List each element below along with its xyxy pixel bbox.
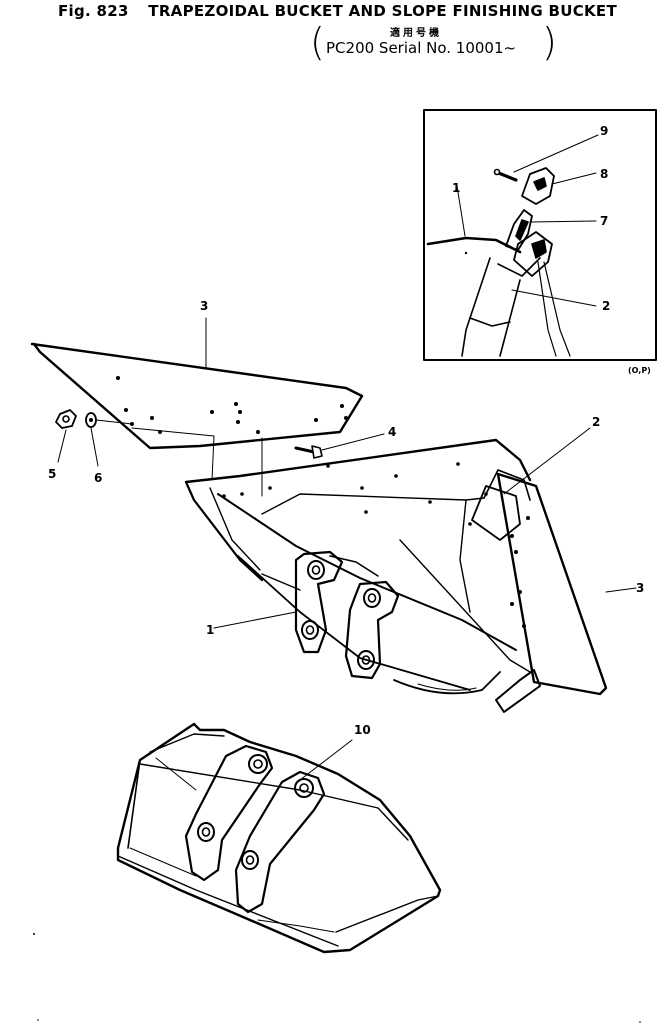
inset-corner-mark: (O,P) xyxy=(628,366,651,375)
slope-bucket-outline xyxy=(116,722,442,954)
inset-tooth xyxy=(505,209,533,251)
figure-title: Fig. 823 TRAPEZOIDAL BUCKET AND SLOPE FI… xyxy=(58,2,658,24)
nut-part-5 xyxy=(55,409,77,429)
inset-callout-2: 2 xyxy=(602,299,610,313)
callout-1: 1 xyxy=(206,623,214,637)
bracket-front xyxy=(344,580,400,680)
inset-arm-left xyxy=(461,257,491,357)
inset-adapter xyxy=(513,231,553,277)
bucket-top-edge xyxy=(184,438,532,484)
slope-finishing-bucket: 10 xyxy=(116,722,442,954)
callout-5: 5 xyxy=(48,467,56,481)
side-plate-left: 3 xyxy=(30,299,364,497)
trapezoidal-bucket: 3 2 xyxy=(184,415,644,713)
inset-arm-mid xyxy=(499,279,521,357)
tooth-adapter xyxy=(471,485,521,541)
callout-10: 10 xyxy=(354,723,371,737)
inset-arm-top xyxy=(497,257,541,277)
inset-callout-1: 1 xyxy=(452,181,460,195)
applicability-label: 適用号機 xyxy=(390,28,442,39)
callout-6: 6 xyxy=(94,471,102,485)
inset-callout-8: 8 xyxy=(600,167,608,181)
figure-caption: TRAPEZOIDAL BUCKET AND SLOPE FINISHING B… xyxy=(148,2,618,20)
bracket-rear xyxy=(294,550,379,654)
callout-3-right: 3 xyxy=(636,581,644,595)
inset-arm-band xyxy=(469,317,511,327)
side-plate-right xyxy=(496,472,608,696)
close-paren: ) xyxy=(542,20,557,64)
callout-3-top: 3 xyxy=(200,299,208,313)
inset-tip xyxy=(521,167,555,205)
inset-callout-7: 7 xyxy=(600,214,608,228)
inset-callout-9: 9 xyxy=(600,124,608,138)
callout-4: 4 xyxy=(388,425,396,439)
serial-number: PC200 Serial No. 10001~ xyxy=(326,39,517,57)
serial-applicability: ( 適用号機 PC200 Serial No. 10001~ ) xyxy=(310,20,560,70)
callout-2: 2 xyxy=(592,415,600,429)
inset-detail: 9 8 7 1 2 (O,P) xyxy=(423,109,657,375)
inset-leader-1 xyxy=(456,185,466,237)
side-plate-holes xyxy=(116,376,348,434)
inset-frame xyxy=(423,109,657,361)
figure-number: Fig. 823 xyxy=(58,2,129,20)
bolt-part-4: 4 xyxy=(294,425,396,459)
open-paren: ( xyxy=(310,20,325,64)
nut-washer: 5 6 xyxy=(48,409,133,485)
side-plate-outline xyxy=(30,342,364,450)
